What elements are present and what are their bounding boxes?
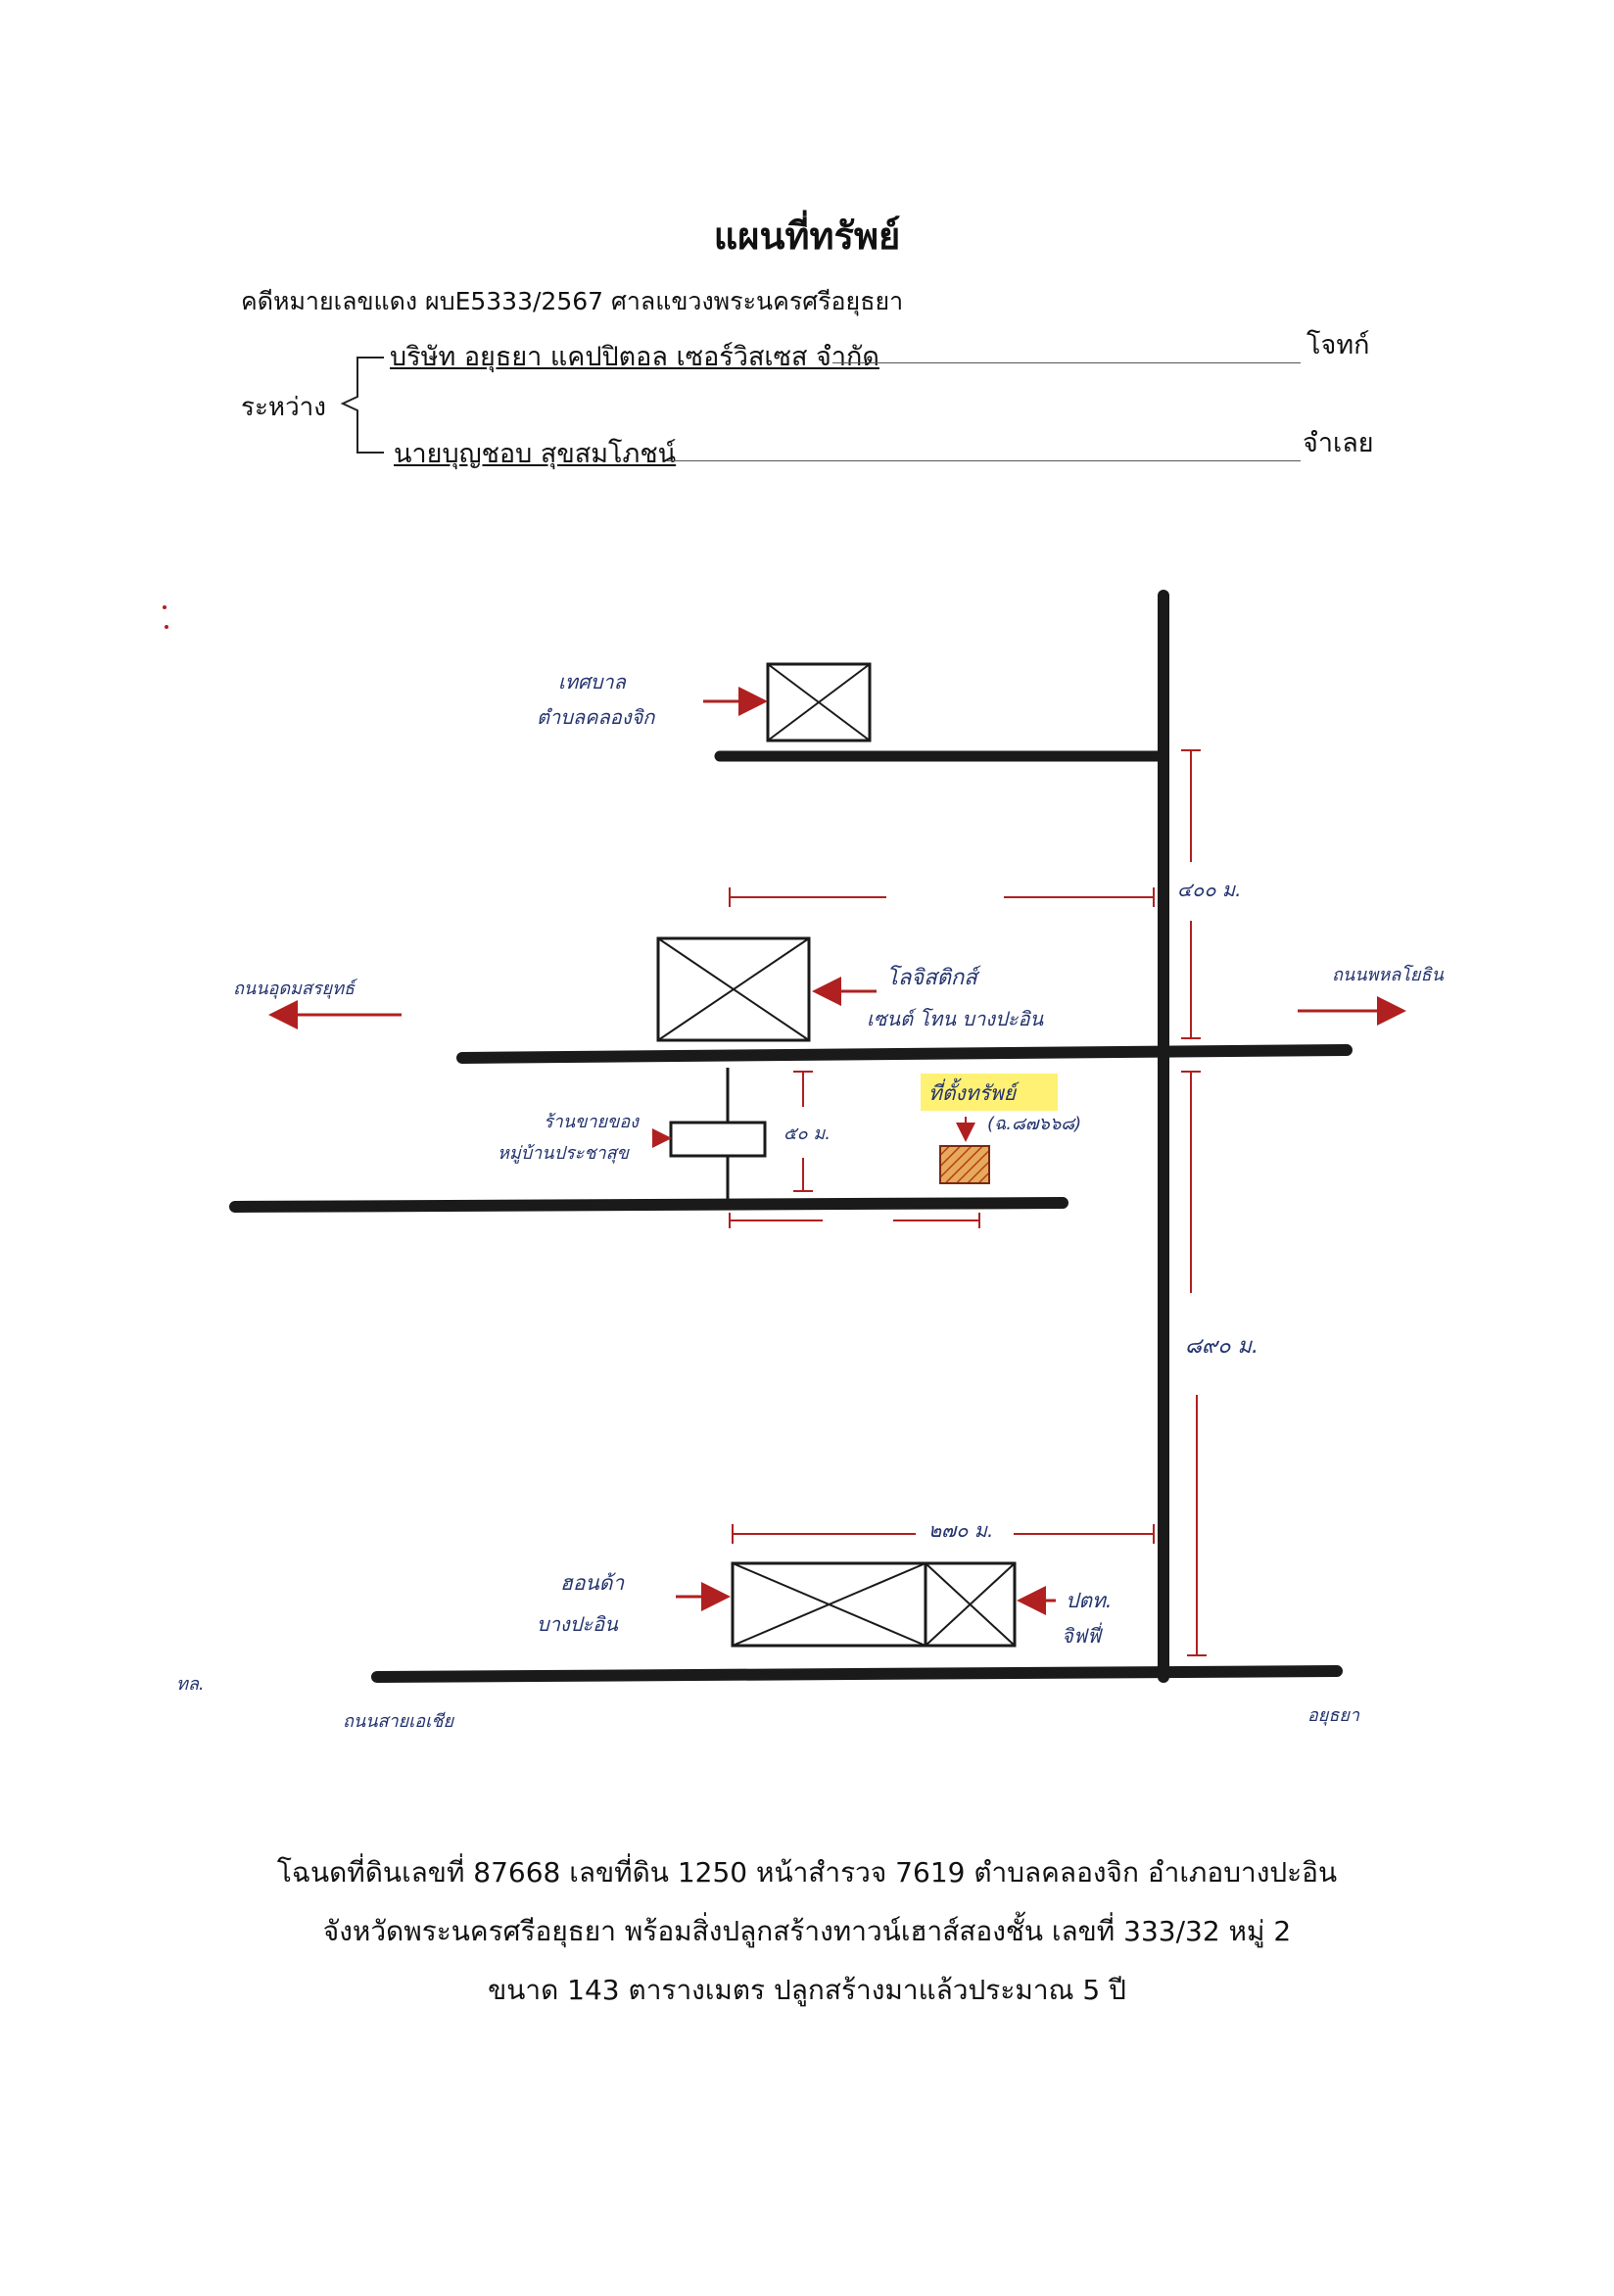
- road-bottom: [371, 1665, 1343, 1683]
- road-middle: [456, 1044, 1353, 1064]
- label-dist-bottom: ๒๗๐ ม.: [928, 1518, 994, 1542]
- building-shop: [669, 1121, 767, 1158]
- label-dist-long: ๘๙๐ ม.: [1185, 1334, 1259, 1359]
- dimension-soi-vertical: [793, 1071, 813, 1192]
- plaintiff-role: โจทก์: [1306, 330, 1370, 360]
- label-dist-mid: ๕๐ ม.: [783, 1124, 831, 1144]
- building-tesaban: [766, 662, 872, 742]
- footer-line-3: ขนาด 143 ตารางเมตร ปลูกสร้างมาแล้วประมาณ…: [488, 1974, 1126, 2006]
- dimension-top-vertical: [1181, 749, 1201, 1039]
- label-tesaban-2: ตำบลคลองจิก: [537, 705, 655, 729]
- plaintiff-dotline: [832, 362, 1301, 363]
- case-number-line: คดีหมายเลขแดง ผบE5333/2567 ศาลแขวงพระนคร…: [241, 287, 904, 315]
- label-honda-2: บางปะอิน: [537, 1612, 618, 1636]
- page-title: แผนที่ทรัพย์: [713, 215, 901, 258]
- stray-mark: [163, 605, 166, 609]
- label-property-code: (ฉ.๘๗๖๖๘): [987, 1114, 1082, 1134]
- defendant-role: จำเลย: [1303, 428, 1374, 458]
- label-shop-2: หมู่บ้านประชาสุข: [498, 1143, 629, 1164]
- label-tesaban: เทศบาล: [558, 670, 626, 694]
- property-marker: [939, 1145, 990, 1184]
- label-honda: ฮอนด้า: [560, 1571, 625, 1595]
- dimension-soi-horizontal: [729, 1213, 980, 1228]
- building-logistics: [656, 936, 811, 1042]
- label-road-left: ถนนอุดมสรยุทธ์: [233, 979, 355, 999]
- label-ptt-2: จิฟฟี่: [1062, 1624, 1102, 1648]
- label-bottom-road: ถนนสายเอเชีย: [343, 1711, 454, 1732]
- property-highlight: [921, 1074, 1058, 1111]
- defendant-name: นายบุญชอบ สุขสมโภชน์: [394, 439, 677, 469]
- building-honda-ptt: [731, 1561, 1017, 1648]
- dimension-bottom-horizontal: [732, 1524, 1155, 1544]
- label-ptt: ปตท.: [1066, 1589, 1113, 1612]
- plaintiff-name: บริษัท อยุธยา แคปปิตอล เซอร์วิสเซส จำกัด: [390, 342, 879, 372]
- between-label: ระหว่าง: [241, 393, 326, 422]
- label-ayutthaya: อยุธยา: [1307, 1705, 1359, 1726]
- footer-line-1: โฉนดที่ดินเลขที่ 87668 เลขที่ดิน 1250 หน…: [276, 1856, 1338, 1889]
- label-south: ทล.: [176, 1674, 205, 1695]
- label-logistics: โลจิสติกส์: [886, 966, 977, 990]
- label-logistics-2: เซนต์ โทน บางปะอิน: [867, 1007, 1044, 1030]
- dimension-long-vertical: [1181, 1071, 1207, 1656]
- road-soi: [229, 1197, 1068, 1213]
- stray-mark: [165, 625, 168, 629]
- footer-line-2: จังหวัดพระนครศรีอยุธยา พร้อมสิ่งปลูกสร้า…: [322, 1915, 1292, 1947]
- dimension-top-horizontal: [729, 887, 1155, 907]
- label-property: ที่ตั้งทรัพย์: [928, 1081, 1017, 1105]
- defendant-dotline: [666, 460, 1301, 461]
- label-road-right: ถนนพหลโยธิน: [1332, 965, 1444, 985]
- label-shop: ร้านขายของ: [544, 1112, 639, 1132]
- label-dist-top: ๔๐๐ ม.: [1177, 878, 1242, 901]
